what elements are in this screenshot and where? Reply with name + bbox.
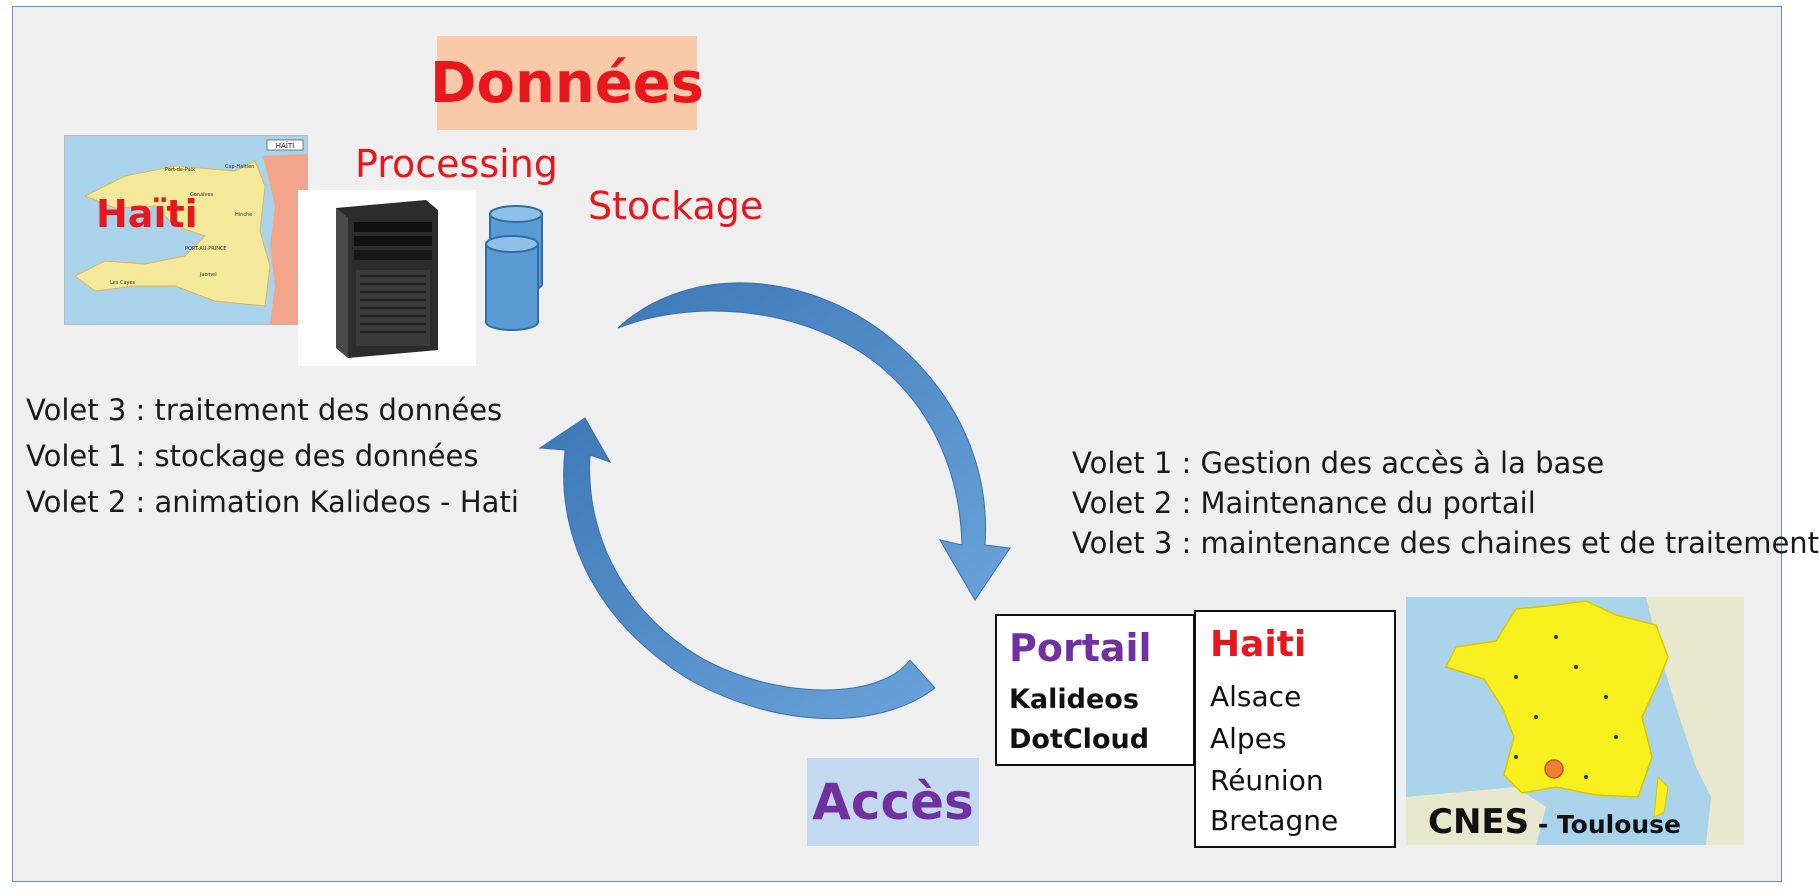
sites-title: Haiti <box>1210 624 1307 665</box>
city-label: PORT-AU-PRINCE <box>185 246 227 252</box>
right-volet-item: Volet 3 : maintenance des chaines et de … <box>1072 526 1819 560</box>
acces-title: Accès <box>812 773 974 831</box>
processing-label: Processing <box>355 142 558 186</box>
city-label: Port-de-Paix <box>165 167 195 173</box>
site-item: Réunion <box>1210 764 1324 797</box>
portail-item: Kalideos <box>1009 684 1139 715</box>
acces-title-box: Accès <box>807 758 979 846</box>
city-label: Les Cayes <box>110 280 136 286</box>
sites-box: Haiti Alsace Alpes Réunion Bretagne <box>1194 610 1396 848</box>
city-label: Gonaïves <box>190 192 214 198</box>
arrow-top-right <box>617 282 1011 601</box>
left-volet-item: Volet 1 : stockage des données <box>26 439 479 473</box>
city-label: Jacmel <box>199 272 217 278</box>
haiti-map-image: HAÏTI Port-de-Paix Cap-Haïtien Gonaïves … <box>64 135 308 325</box>
donnees-title: Données <box>430 50 704 116</box>
site-item: Alsace <box>1210 680 1302 713</box>
cnes-name: CNES <box>1428 802 1530 842</box>
city-label: Cap-Haïtien <box>225 164 254 170</box>
site-item: Alpes <box>1210 722 1287 755</box>
right-volet-item: Volet 1 : Gestion des accès à la base <box>1072 446 1605 480</box>
donnees-title-box: Données <box>430 36 704 130</box>
portail-title: Portail <box>1009 626 1152 670</box>
site-item: Bretagne <box>1210 804 1339 837</box>
left-volet-item: Volet 3 : traitement des données <box>26 393 503 427</box>
server-image <box>298 190 476 366</box>
cnes-label: CNES - Toulouse <box>1428 802 1681 842</box>
city-label: Hinche <box>235 212 252 218</box>
cnes-city: Toulouse <box>1556 810 1682 839</box>
right-volets-list: Volet 1 : Gestion des accès à la base Vo… <box>1072 443 1819 563</box>
left-volets-list: Volet 3 : traitement des données Volet 1… <box>26 387 519 525</box>
haiti-map-label: Haïti <box>96 192 198 236</box>
right-volet-item: Volet 2 : Maintenance du portail <box>1072 486 1536 520</box>
france-map-image <box>1406 597 1744 845</box>
left-volet-item: Volet 2 : animation Kalideos - Hati <box>26 485 519 519</box>
portail-item: DotCloud <box>1009 724 1150 755</box>
cnes-separator: - <box>1529 810 1557 839</box>
storage-cylinders-icon <box>484 204 548 334</box>
haiti-map-corner-tag: HAÏTI <box>276 141 294 150</box>
portail-box: Portail Kalideos DotCloud <box>995 614 1195 766</box>
arrow-bottom-left <box>538 417 936 720</box>
stockage-label: Stockage <box>588 184 764 228</box>
